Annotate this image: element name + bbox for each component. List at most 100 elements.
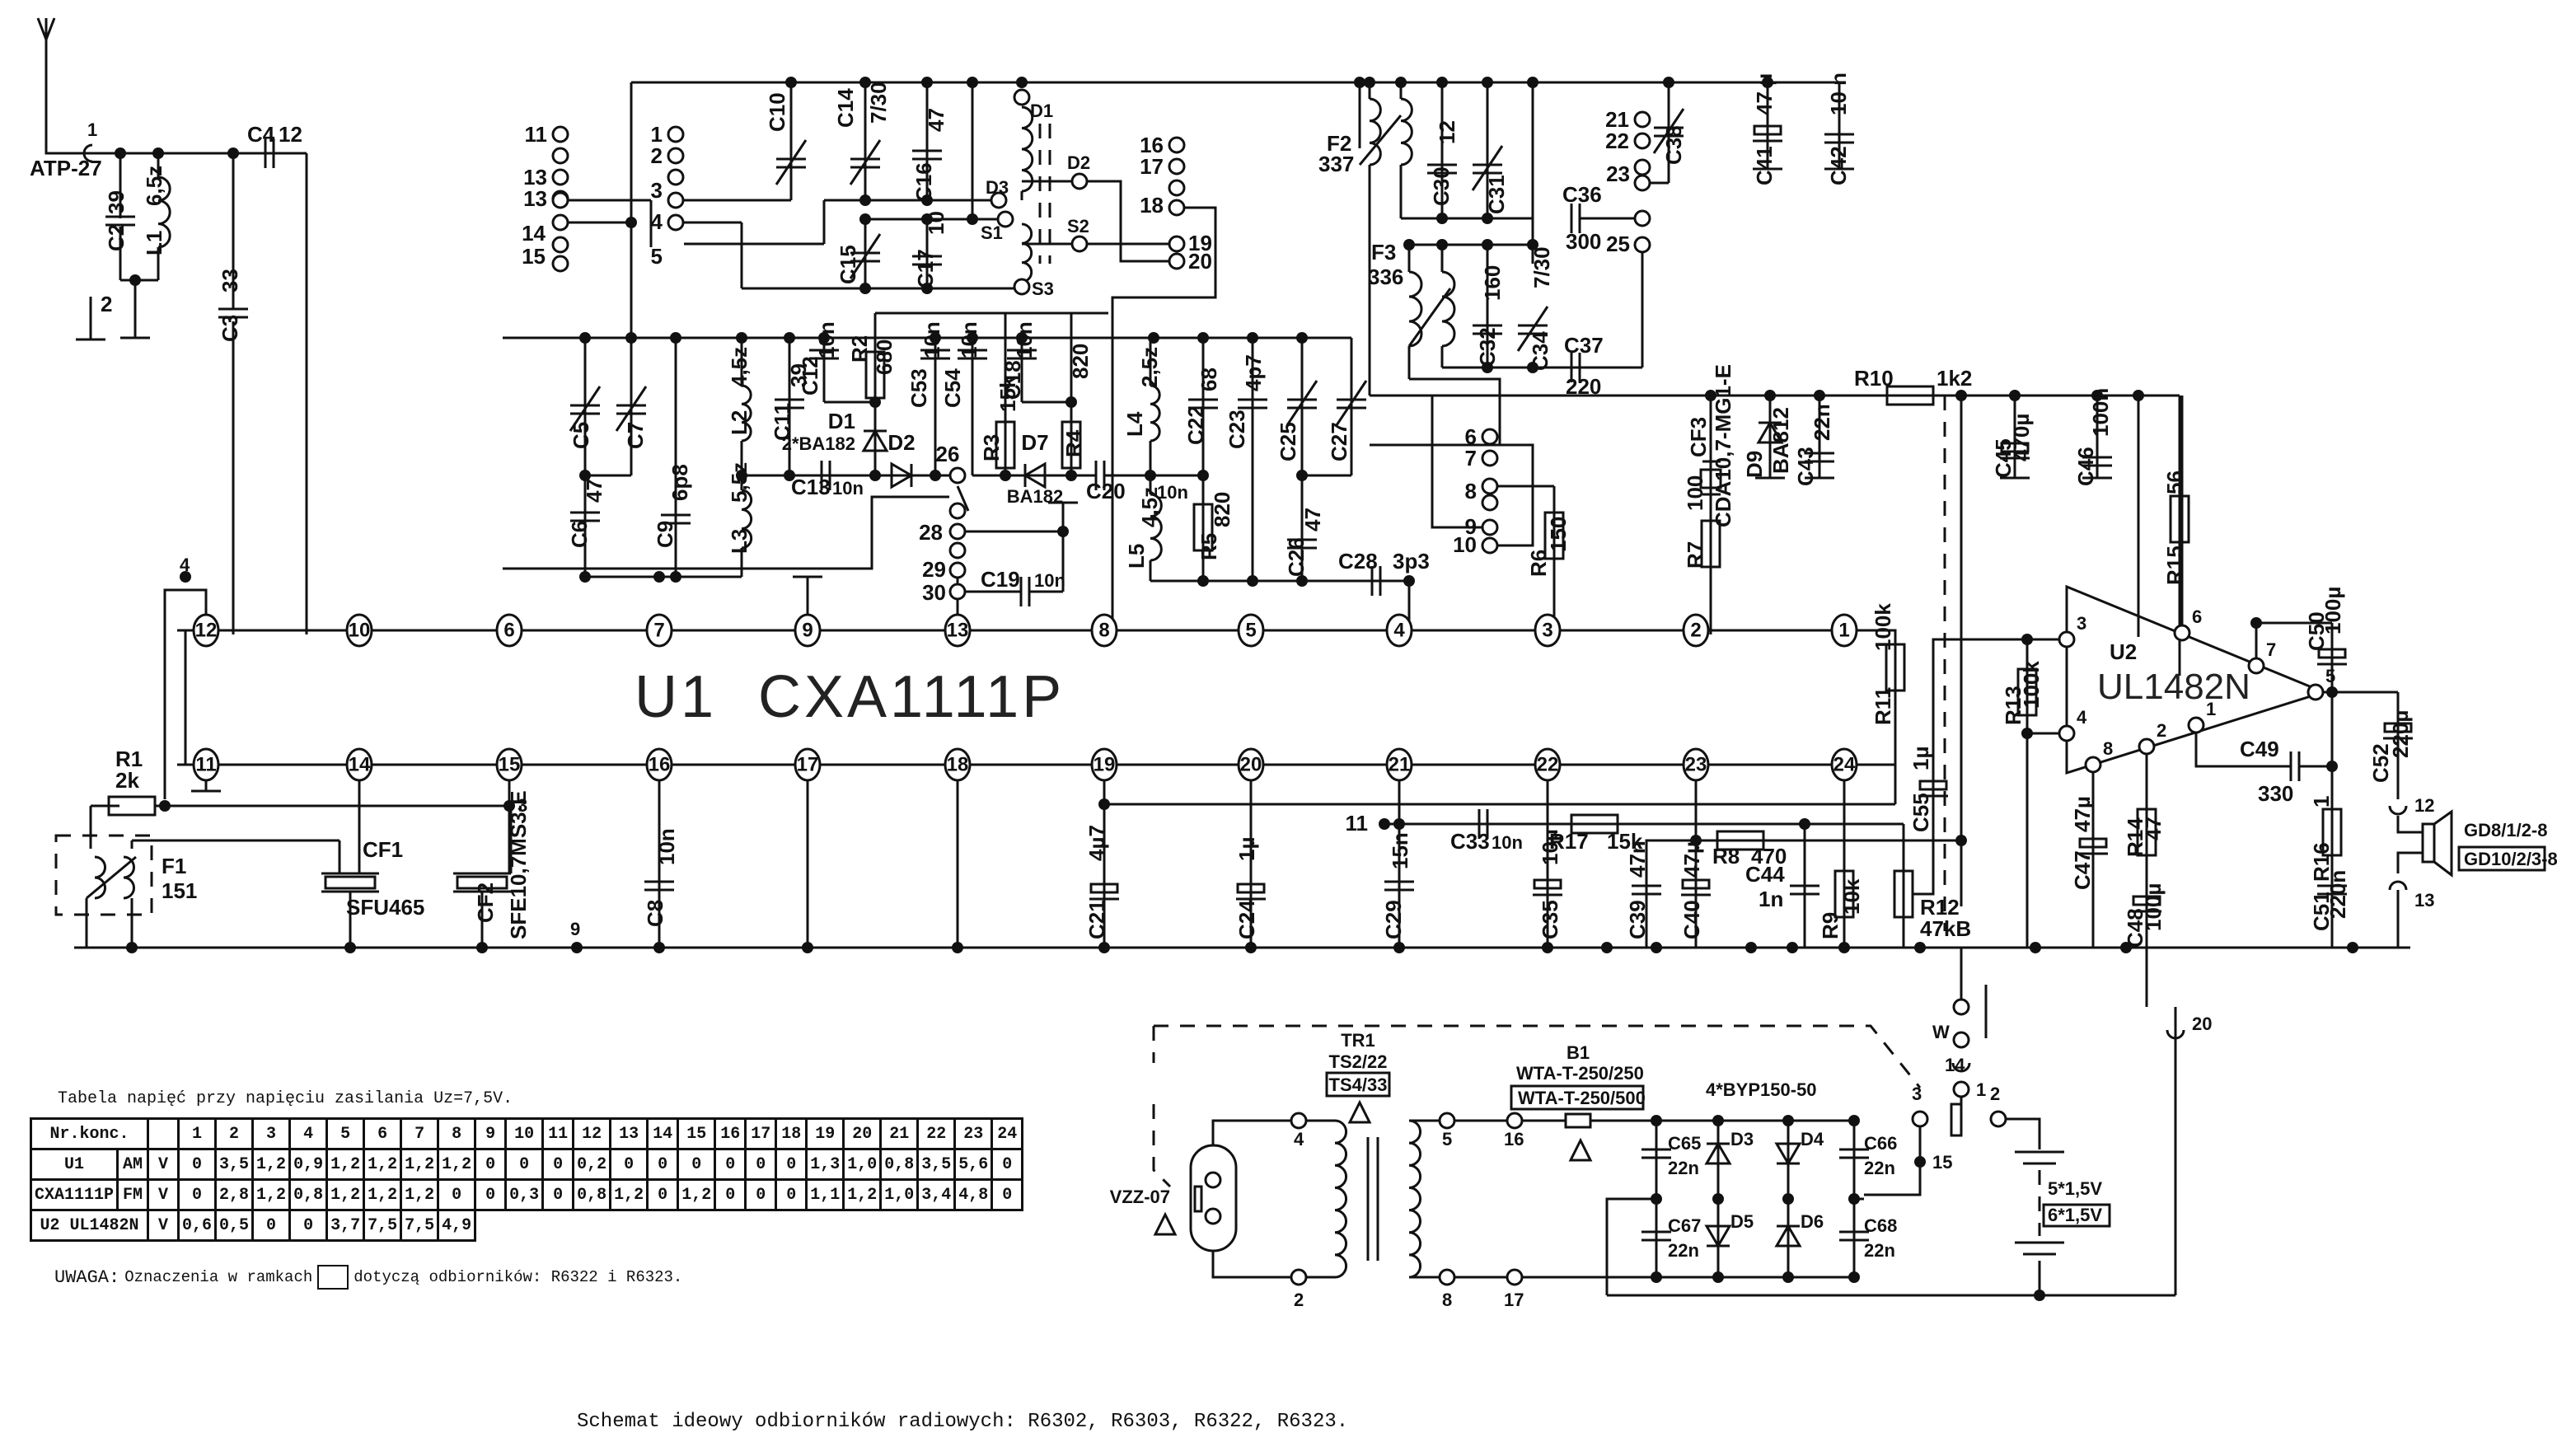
- voltage-cell: 0: [177, 1148, 218, 1181]
- junction-dot: [930, 470, 941, 481]
- terminal: [948, 583, 967, 601]
- C8: [644, 880, 674, 892]
- C48: [2132, 895, 2161, 913]
- pin-circle: [794, 613, 822, 648]
- voltage-cell: 0: [541, 1148, 575, 1181]
- pin-number: 3: [2077, 613, 2086, 634]
- C28: [1370, 566, 1382, 596]
- C51: [2317, 884, 2347, 896]
- C54: [958, 349, 987, 360]
- junction-dot: [736, 332, 747, 344]
- ic-pin: 14: [345, 747, 373, 782]
- pin-number: 13: [947, 620, 969, 642]
- wire: [44, 18, 91, 155]
- component-label: 6p8: [667, 464, 692, 501]
- band-switch-label: 30: [922, 580, 946, 605]
- U2-pin: [2138, 737, 2156, 756]
- junction-dot: [1482, 213, 1493, 224]
- voltage-cell: 1,1: [805, 1178, 845, 1211]
- component-label: C13: [791, 475, 831, 499]
- cap-plate: [1753, 124, 1782, 136]
- junction-dot: [129, 274, 141, 286]
- band-switch-contact: [1633, 132, 1651, 150]
- pin-number: 10: [349, 620, 371, 642]
- voltage-cell: 3,5: [916, 1148, 957, 1181]
- terminal: [1952, 1031, 1970, 1049]
- component-label: 47 µ: [1752, 73, 1777, 115]
- junction-dot: [1527, 77, 1538, 88]
- component-label: 680: [872, 339, 897, 375]
- component-label: C5: [569, 422, 593, 449]
- voltage-cell: 0: [437, 1178, 477, 1211]
- component-label: CF3: [1686, 417, 1711, 457]
- terminal: [551, 213, 569, 232]
- junction-dot: [1955, 390, 1967, 401]
- component-label: 7/30: [1529, 246, 1554, 288]
- input-coil: [1021, 222, 1033, 283]
- band-switch-contact: [551, 147, 569, 165]
- component-label: 5,5z: [727, 462, 752, 503]
- bridge-label: 4*BYP150-50: [1706, 1079, 1817, 1100]
- junction-dot: [785, 77, 797, 88]
- component-label: 1k2: [1936, 366, 1972, 391]
- trim-arrow: [849, 233, 882, 279]
- ic-pin: 4: [1385, 613, 1413, 648]
- terminal: [948, 522, 967, 541]
- voltage-cell: 1,2: [437, 1148, 477, 1181]
- R13: [2016, 667, 2038, 717]
- band-switch-label: 10: [1453, 532, 1477, 557]
- U2-pin: [2058, 724, 2076, 742]
- C55: [1918, 779, 1948, 798]
- C47: [2078, 837, 2108, 855]
- voltage-cell: 1,0: [842, 1148, 883, 1181]
- component-label: 1n: [1759, 887, 1783, 911]
- junction-dot: [1245, 942, 1257, 953]
- junction-dot: [1651, 942, 1662, 953]
- pin-circle: [192, 613, 220, 648]
- pin-number-cell: 14: [646, 1117, 680, 1150]
- ic-ref-label: U1: [635, 664, 717, 730]
- R9: [1833, 869, 1855, 919]
- coil: [1441, 270, 1456, 348]
- C26: [1287, 538, 1317, 550]
- junction-dot: [159, 800, 171, 812]
- cap-plate: [1533, 878, 1562, 890]
- component-label: 160: [1480, 265, 1505, 301]
- voltage-cell: 1,2: [842, 1178, 883, 1211]
- component-label: D4: [1801, 1129, 1824, 1149]
- component-label: 10n: [1157, 482, 1188, 503]
- unit-cell: V: [147, 1148, 180, 1181]
- ic-pin: 8: [1090, 613, 1118, 648]
- component-label: 7/30: [866, 82, 891, 124]
- voltage-cell: 0,8: [288, 1178, 329, 1211]
- junction-dot: [1712, 1271, 1724, 1283]
- band-switch-contact: [1481, 449, 1499, 467]
- pin-circle: [495, 613, 523, 648]
- voltage-cell: 0: [251, 1209, 292, 1242]
- C44: [1790, 884, 1819, 896]
- component-label: WTA-T-250/500: [1518, 1088, 1646, 1108]
- component-label: C7: [623, 422, 648, 449]
- pin-number-cell: 20: [842, 1117, 883, 1150]
- component-label: 3p3: [1393, 549, 1430, 574]
- C12: [809, 349, 839, 360]
- component-label: C25: [1276, 422, 1300, 461]
- band-switch-label: 13: [523, 165, 547, 190]
- component-label: C31: [1484, 175, 1509, 214]
- diagram-title: Schemat ideowy odbiorników radiowych: R6…: [577, 1411, 1349, 1433]
- junction-dot: [344, 942, 356, 953]
- voltage-cell: 3,4: [916, 1178, 957, 1211]
- L3: [741, 489, 753, 550]
- ic-pin: 23: [1682, 747, 1710, 782]
- pin-circle: [645, 613, 673, 648]
- component-label: C37: [1564, 333, 1604, 358]
- TR1-primary: [1334, 1119, 1348, 1279]
- R6: [1543, 511, 1565, 560]
- band-switch-label: 20: [1188, 249, 1212, 274]
- TR1-alt-frame: [1325, 1071, 1391, 1098]
- cap-plate: [2383, 722, 2413, 733]
- component-label: C41: [1752, 146, 1777, 185]
- D2: [890, 461, 914, 489]
- diode-body: [1774, 1224, 1802, 1248]
- coil-tap-label: D1: [1030, 101, 1053, 121]
